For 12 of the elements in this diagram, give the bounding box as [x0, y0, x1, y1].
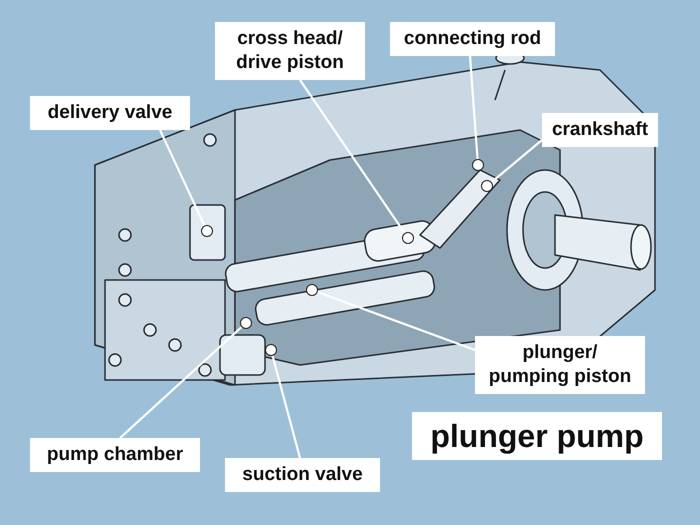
part-label: cross head/ drive piston	[215, 22, 365, 80]
leader-line	[119, 326, 242, 439]
part-label: pump chamber	[30, 438, 200, 472]
part-label: crankshaft	[542, 113, 658, 147]
part-label: suction valve	[225, 458, 380, 492]
leader-line	[490, 139, 543, 183]
leader-line	[468, 56, 479, 160]
part-label: plunger/ pumping piston	[475, 336, 645, 394]
leader-line	[299, 79, 406, 234]
title: plunger pump	[412, 412, 662, 460]
part-label: delivery valve	[30, 96, 190, 130]
part-label: connecting rod	[390, 22, 555, 56]
